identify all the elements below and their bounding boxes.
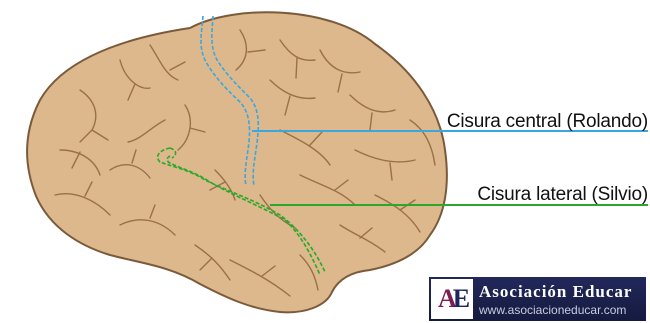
logo-text: Asociación Educar www.asociacioneducar.c…	[479, 283, 632, 316]
central-sulcus-label: Cisura central (Rolando)	[447, 111, 648, 133]
brain-outline	[27, 12, 447, 312]
logo-name: Asociación Educar	[479, 283, 632, 300]
logo-url: www.asociacioneducar.com	[479, 304, 632, 316]
lateral-sulcus-label: Cisura lateral (Silvio)	[477, 184, 648, 206]
